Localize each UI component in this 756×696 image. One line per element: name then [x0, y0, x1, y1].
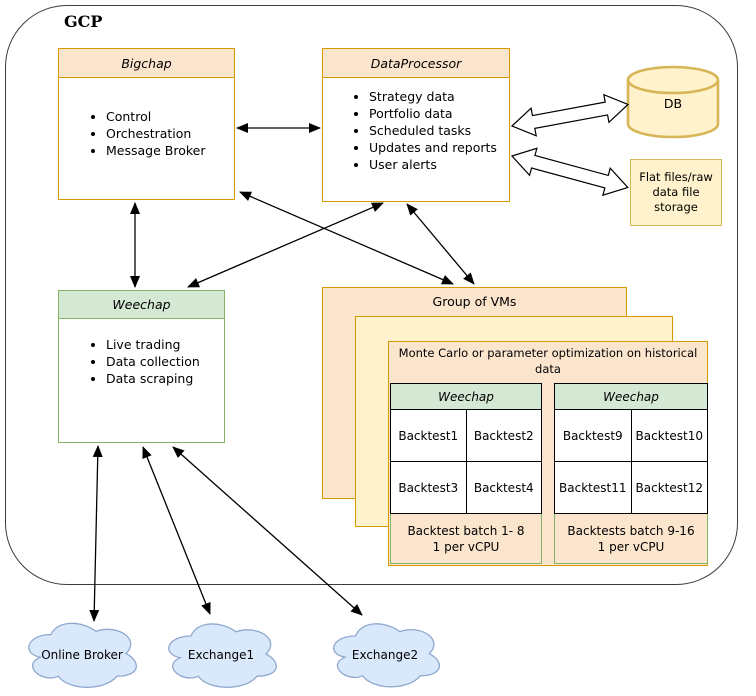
backtest-table-left[interactable]: Weechap Backtest1 Backtest2 Backtest3 Ba…: [390, 383, 542, 564]
db-cylinder[interactable]: [624, 64, 722, 140]
bigchap-title: Bigchap: [59, 49, 234, 78]
bigchap-item: Control: [106, 109, 234, 125]
exchange1-label: Exchange1: [187, 648, 255, 662]
bigchap-item: Message Broker: [106, 143, 234, 159]
monte-carlo-title: Monte Carlo or parameter optimization on…: [398, 346, 698, 376]
backtest-cell: Backtest9: [554, 409, 632, 462]
dataprocessor-list: Strategy data Portfolio data Scheduled t…: [323, 78, 509, 173]
online-broker-label: Online Broker: [41, 648, 123, 662]
dataprocessor-item: Scheduled tasks: [369, 123, 509, 139]
backtest-cell: Backtest2: [465, 409, 542, 462]
weechap-box[interactable]: Weechap Live trading Data collection Dat…: [58, 290, 225, 443]
weechap-item: Live trading: [106, 337, 224, 353]
exchange2-cloud[interactable]: [326, 617, 444, 695]
dataprocessor-title: DataProcessor: [323, 49, 509, 78]
bigchap-box[interactable]: Bigchap Control Orchestration Message Br…: [58, 48, 235, 200]
dataprocessor-item: Strategy data: [369, 89, 509, 105]
dataprocessor-item: Portfolio data: [369, 106, 509, 122]
footer-line: 1 per vCPU: [597, 539, 665, 554]
online-broker-cloud[interactable]: [20, 615, 144, 695]
backtest-table-left-title: Weechap: [390, 383, 542, 410]
dataprocessor-item: User alerts: [369, 157, 509, 173]
gcp-label: GCP: [64, 12, 103, 31]
bigchap-list: Control Orchestration Message Broker: [59, 78, 234, 159]
dataprocessor-box[interactable]: DataProcessor Strategy data Portfolio da…: [322, 48, 510, 202]
bigchap-item: Orchestration: [106, 126, 234, 142]
backtest-table-right-title: Weechap: [554, 383, 708, 410]
db-label: DB: [663, 96, 683, 111]
gcp-boundary: [5, 5, 738, 585]
backtest-cell: Backtest11: [554, 461, 632, 514]
footer-line: Backtest batch 1- 8: [407, 523, 525, 538]
weechap-title: Weechap: [59, 291, 224, 319]
flat-files-label: Flat files/raw data file storage: [639, 170, 713, 214]
dataprocessor-item: Updates and reports: [369, 140, 509, 156]
vm-group-label: Group of VMs: [432, 294, 517, 309]
weechap-item: Data scraping: [106, 371, 224, 387]
exchange2-label: Exchange2: [351, 648, 419, 662]
backtest-table-right[interactable]: Weechap Backtest9 Backtest10 Backtest11 …: [554, 383, 708, 564]
backtest-cell: Backtest4: [465, 461, 542, 514]
footer-line: 1 per vCPU: [432, 539, 500, 554]
exchange1-cloud[interactable]: [161, 617, 281, 695]
backtest-cell: Backtest10: [630, 409, 708, 462]
backtest-cell: Backtest1: [390, 409, 467, 462]
weechap-item: Data collection: [106, 354, 224, 370]
footer-line: Backtests batch 9-16: [567, 523, 695, 538]
weechap-list: Live trading Data collection Data scrapi…: [59, 319, 224, 387]
monte-carlo-box[interactable]: Monte Carlo or parameter optimization on…: [388, 341, 708, 566]
backtest-table-left-footer: Backtest batch 1- 8 1 per vCPU: [390, 514, 542, 564]
backtest-cell: Backtest12: [630, 461, 708, 514]
backtest-table-right-footer: Backtests batch 9-16 1 per vCPU: [554, 514, 708, 564]
flat-files-box[interactable]: Flat files/raw data file storage: [630, 159, 722, 226]
backtest-cell: Backtest3: [390, 461, 467, 514]
